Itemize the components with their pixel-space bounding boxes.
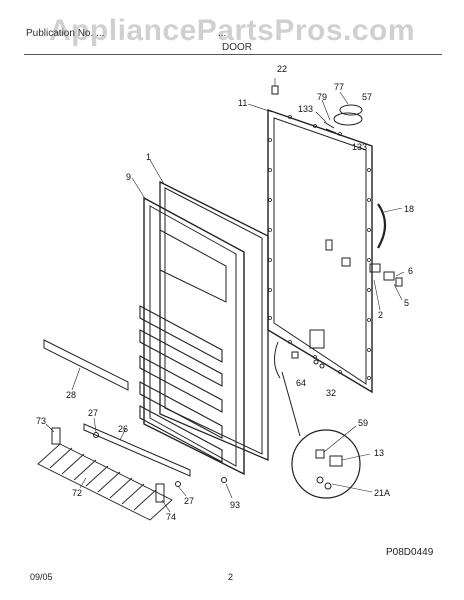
detail-circle xyxy=(281,371,361,499)
door-gasket xyxy=(159,180,269,461)
label-5: 5 xyxy=(404,298,409,308)
bottom-shelf-bar xyxy=(83,423,191,477)
section-title: DOOR xyxy=(222,42,252,53)
label-27-b: 27 xyxy=(184,496,194,506)
label-21A: 21A xyxy=(374,488,390,498)
label-11: 11 xyxy=(238,98,247,108)
door-handle xyxy=(377,203,387,249)
header-rule xyxy=(24,54,442,55)
inner-door-liner xyxy=(143,196,245,476)
hinge-parts-top xyxy=(271,85,363,134)
basket-bracket-right xyxy=(155,483,165,503)
label-59: 59 xyxy=(358,418,368,428)
label-9: 9 xyxy=(126,172,131,182)
basket-bracket-left xyxy=(51,427,61,445)
door-shelves xyxy=(139,305,223,463)
footer-date: 09/05 xyxy=(30,572,53,582)
label-64: 64 xyxy=(296,378,306,388)
publication-header: Publication No. ... xyxy=(26,28,105,39)
label-74: 74 xyxy=(166,512,176,522)
label-13: 13 xyxy=(374,448,384,458)
label-22: 22 xyxy=(277,64,287,74)
drawing-code: P08D0449 xyxy=(386,547,434,558)
label-32: 32 xyxy=(326,388,336,398)
label-6: 6 xyxy=(408,266,413,276)
label-77: 77 xyxy=(334,82,344,92)
footer-page-number: 2 xyxy=(228,572,234,582)
shelf-bar xyxy=(43,339,129,391)
label-26: 26 xyxy=(118,424,128,434)
part-number-labels: 22 77 79 57 11 133 133 1 9 18 6 5 2 64 3… xyxy=(36,64,414,522)
model-header: ... xyxy=(218,28,227,39)
label-133-a: 133 xyxy=(298,104,313,114)
label-27-a: 27 xyxy=(88,408,98,418)
label-28: 28 xyxy=(66,390,76,400)
label-73: 73 xyxy=(36,416,46,426)
label-133-b: 133 xyxy=(352,142,367,152)
label-79: 79 xyxy=(317,92,327,102)
watermark: AppliancePartsPros.com xyxy=(48,14,416,47)
label-2: 2 xyxy=(378,310,383,320)
wiring-harness xyxy=(274,341,325,379)
wire-basket xyxy=(37,443,173,521)
label-93: 93 xyxy=(230,500,240,510)
label-57: 57 xyxy=(362,92,372,102)
outer-door-panel xyxy=(267,109,373,394)
screws xyxy=(93,432,227,487)
label-18: 18 xyxy=(404,204,414,214)
label-72: 72 xyxy=(72,488,82,498)
leader-lines xyxy=(45,78,405,513)
panel-fittings xyxy=(325,239,403,287)
label-1: 1 xyxy=(146,152,151,162)
